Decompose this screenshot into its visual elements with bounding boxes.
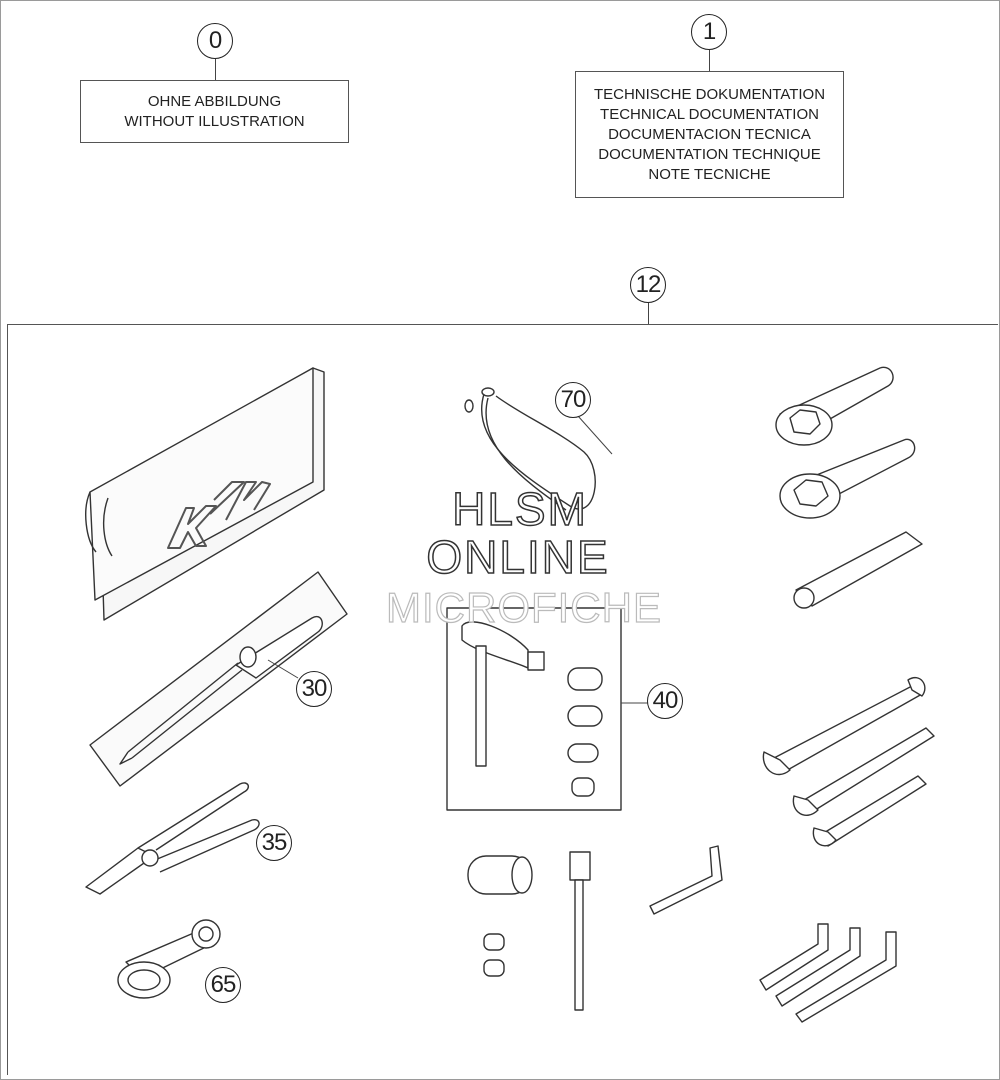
- t-handle-wrench-icon: [461, 621, 545, 767]
- callout-65: 65: [205, 967, 241, 1003]
- callout-35: 35: [256, 825, 292, 861]
- leader-line-0: [215, 59, 216, 80]
- screwdriver-icon: [89, 571, 348, 787]
- label-line: TECHNICAL DOCUMENTATION: [600, 105, 819, 123]
- label-line: TECHNISCHE DOKUMENTATION: [593, 85, 826, 103]
- label-line: OHNE ABBILDUNG: [147, 92, 282, 110]
- watermark-line-1: HLSM: [451, 482, 588, 536]
- label-line: DOCUMENTATION TECHNIQUE: [598, 145, 821, 163]
- safety-cable-icon: [464, 387, 596, 511]
- open-end-wrench-icon: [762, 677, 935, 847]
- callout-70: 70: [555, 382, 591, 418]
- label-line: DOCUMENTACION TECNICA: [608, 125, 811, 143]
- callout-1: 1: [691, 14, 727, 50]
- tool-kit-group-box: [7, 324, 998, 1075]
- leader-line-1: [709, 50, 710, 71]
- label-box-technical-documentation: TECHNISCHE DOKUMENTATION TECHNICAL DOCUM…: [575, 71, 844, 198]
- callout-0: 0: [197, 23, 233, 59]
- socket-icon: [467, 855, 533, 977]
- ring-spanner-icon: [117, 919, 221, 999]
- group-box-40: [446, 607, 622, 811]
- hex-key-icon: [649, 845, 723, 915]
- hook-wrench-icon: [775, 366, 916, 519]
- watermark-line-3: MICROFICHE: [385, 583, 662, 631]
- tommy-bar-icon: [793, 531, 923, 609]
- extension-bar-icon: [569, 851, 591, 1011]
- watermark-line-2: ONLINE: [426, 530, 610, 584]
- hex-key-icon: [759, 923, 897, 1023]
- callout-40: 40: [647, 683, 683, 719]
- tool-bag-icon: [85, 367, 325, 621]
- label-line: WITHOUT ILLUSTRATION: [124, 112, 305, 130]
- label-box-without-illustration: OHNE ABBILDUNG WITHOUT ILLUSTRATION: [80, 80, 349, 143]
- label-line: NOTE TECNICHE: [648, 165, 771, 183]
- bit-socket-icon: [567, 667, 603, 797]
- callout-30: 30: [296, 671, 332, 707]
- callout-12: 12: [630, 267, 666, 303]
- leader-line-12: [648, 303, 649, 324]
- pliers-icon: [85, 782, 260, 895]
